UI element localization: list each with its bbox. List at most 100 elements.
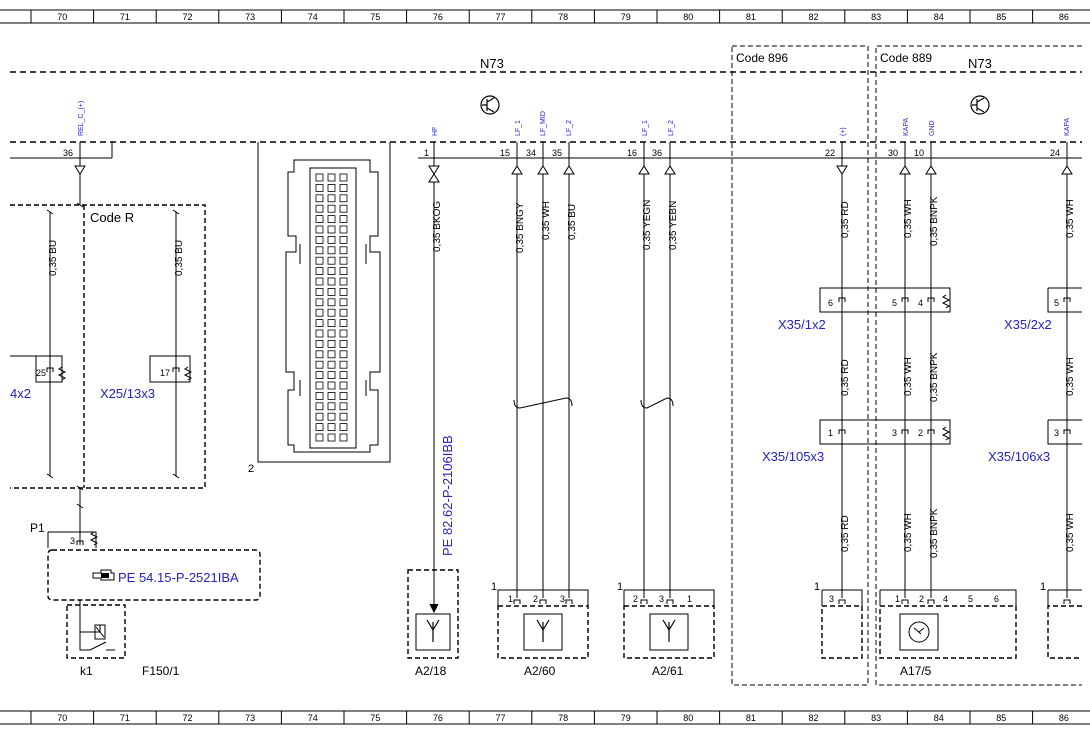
connector-pin <box>315 204 324 213</box>
pin-number: 1 <box>687 594 692 604</box>
connector-pin <box>315 423 324 432</box>
ruler-cell: 79 <box>621 12 631 22</box>
pin-number: 5 <box>892 298 897 308</box>
wire-label: 0,35 BU <box>567 204 578 240</box>
ruler-cell: 72 <box>183 12 193 22</box>
pin-number: 2 <box>248 463 254 475</box>
pin-number: 4 <box>918 298 923 308</box>
pin-number: 5 <box>968 594 973 604</box>
signal-label: LF_2 <box>668 120 675 136</box>
connector-pin <box>339 204 348 213</box>
wire-label: 0,35 BU <box>174 240 185 276</box>
connector-pin <box>339 339 348 348</box>
connector-strip <box>819 287 1082 445</box>
pointing-hand-icon[interactable] <box>92 569 115 581</box>
pin-number: 15 <box>500 148 510 158</box>
signal-label: KAPA <box>1064 118 1071 136</box>
signal-label: LF_MID <box>540 111 547 136</box>
code-r-box <box>10 204 206 489</box>
transistor-icon <box>970 95 990 115</box>
wire-label: 0,35 BNPK <box>929 508 940 558</box>
connector-pin <box>339 225 348 234</box>
connector-pin <box>339 329 348 338</box>
pin-number: 1 <box>1040 581 1046 593</box>
connector-pin <box>327 298 336 307</box>
wire-label: 0,35 WH <box>903 199 914 238</box>
ruler-cell: 82 <box>809 713 819 723</box>
connector-pin <box>327 194 336 203</box>
pin-number: 2 <box>918 428 923 438</box>
wire-label: 0,35 WH <box>903 357 914 396</box>
transistor-icon <box>480 95 500 115</box>
reference-link[interactable]: PE 82.62-P-2106IBB <box>440 435 455 556</box>
code-896-label: Code 896 <box>736 51 788 65</box>
pin-number: 6 <box>828 298 833 308</box>
ruler-cell: 75 <box>370 12 380 22</box>
pin-number: 3 <box>892 428 897 438</box>
connector-pin <box>327 173 336 182</box>
hf-wire <box>429 182 439 614</box>
wire-label: 0,35 BNPK <box>929 352 940 402</box>
connector-pin <box>339 308 348 317</box>
component-label: F150/1 <box>142 664 180 678</box>
pin-number: 17 <box>160 368 170 378</box>
pin-number: 10 <box>914 148 924 158</box>
connector-pin <box>339 246 348 255</box>
connector-pin <box>327 308 336 317</box>
connector-pin <box>315 277 324 286</box>
connector-id: X25/13x3 <box>100 386 155 401</box>
n73-pin-row <box>10 142 1082 166</box>
ruler-cell: 83 <box>871 12 881 22</box>
connector-pin <box>315 329 324 338</box>
connector-pin <box>339 423 348 432</box>
ruler-cell: 74 <box>308 12 318 22</box>
pin-number: 34 <box>526 148 536 158</box>
code-889-box <box>875 45 1082 686</box>
connector-pin <box>327 215 336 224</box>
reference-link[interactable]: PE 54.15-P-2521IBA <box>118 570 239 585</box>
connector-pin <box>327 350 336 359</box>
n73-label-right: N73 <box>968 56 992 71</box>
signal-label: (+) <box>840 127 847 136</box>
code-896-box <box>731 45 869 686</box>
component-label: P1 <box>30 521 45 535</box>
component-a17-5 <box>821 589 1082 659</box>
connector-pin <box>327 204 336 213</box>
component-label: A17/5 <box>900 664 932 678</box>
connector-id: X35/105x3 <box>762 449 824 464</box>
pin-number: 1 <box>508 594 513 604</box>
connector-pin <box>315 339 324 348</box>
pin-number: 35 <box>552 148 562 158</box>
pin-number: 1 <box>491 581 497 593</box>
ruler-cell: 74 <box>308 713 318 723</box>
connector-pin <box>315 235 324 244</box>
connector-pin <box>327 319 336 328</box>
signal-label: LF_2 <box>566 120 573 136</box>
connector-pin <box>327 277 336 286</box>
code-889-label: Code 889 <box>880 51 932 65</box>
connector-pin <box>327 339 336 348</box>
connector-pin <box>315 183 324 192</box>
ruler-top <box>0 9 1090 24</box>
connector-pin <box>315 391 324 400</box>
pin-number: 36 <box>652 148 662 158</box>
connector-drawing <box>257 142 391 463</box>
n73-frame <box>10 71 1082 143</box>
connector-pin <box>315 402 324 411</box>
antenna-a2-60 <box>497 589 589 659</box>
connector-pin <box>315 360 324 369</box>
connector-pin <box>315 298 324 307</box>
connector-pin <box>315 215 324 224</box>
antenna-a2-18 <box>407 569 459 659</box>
connector-pin <box>339 277 348 286</box>
connector-pin <box>327 412 336 421</box>
connector-pin <box>339 256 348 265</box>
connector-pin <box>327 256 336 265</box>
pin-number: 30 <box>888 148 898 158</box>
ruler-cell: 84 <box>934 12 944 22</box>
ruler-cell: 73 <box>245 713 255 723</box>
ruler-cell: 86 <box>1059 713 1069 723</box>
ruler-cell: 73 <box>245 12 255 22</box>
n73-label-left: N73 <box>480 56 504 71</box>
component-label: k1 <box>80 664 93 678</box>
